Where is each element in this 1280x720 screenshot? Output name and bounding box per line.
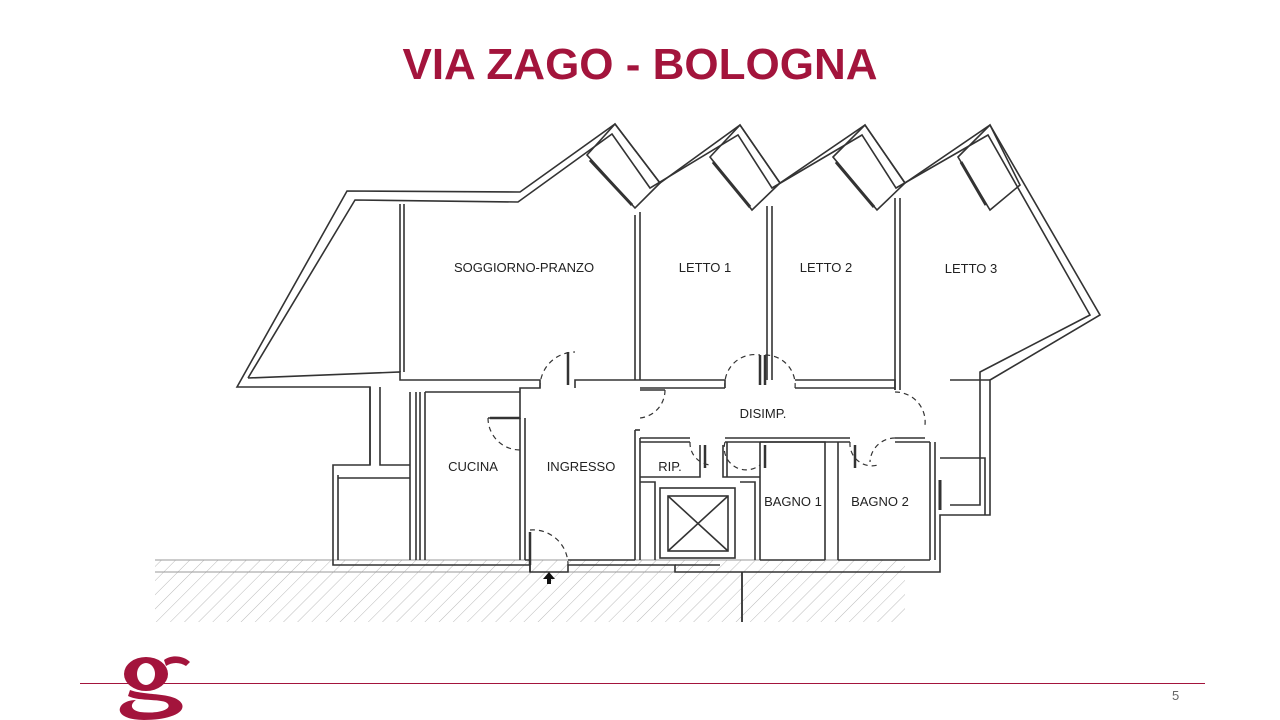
door-swings (487, 351, 926, 566)
room-label-soggiorno: SOGGIORNO-PRANZO (454, 260, 594, 275)
page-title: VIA ZAGO - BOLOGNA (402, 40, 878, 89)
room-label-ingresso: INGRESSO (547, 459, 616, 474)
room-label-bagno2: BAGNO 2 (851, 494, 909, 509)
room-label-disimp: DISIMP. (740, 406, 787, 421)
room-label-letto1: LETTO 1 (679, 260, 732, 275)
room-label-cucina: CUCINA (448, 459, 498, 474)
room-label-letto2: LETTO 2 (800, 260, 853, 275)
room-label-rip: RIP. (658, 459, 682, 474)
page-number: 5 (1172, 688, 1180, 703)
walls (235, 122, 1102, 573)
door-leaves (490, 352, 857, 565)
entrance-arrow-icon (543, 572, 555, 584)
room-label-letto3: LETTO 3 (945, 261, 998, 276)
room-label-bagno1: BAGNO 1 (764, 494, 822, 509)
footer-divider (80, 683, 1205, 684)
g-logo (119, 656, 190, 720)
